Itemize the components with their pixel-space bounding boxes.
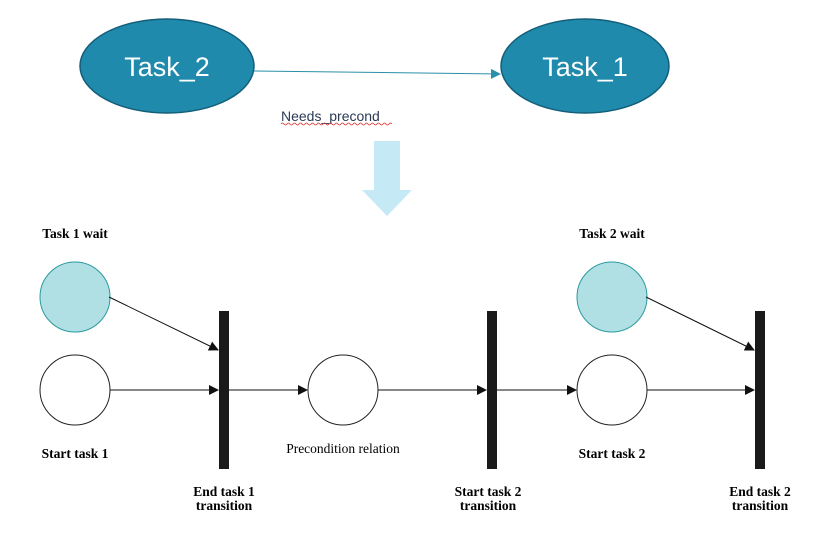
end-task-1-transition-label-line1: End task 1 [193, 484, 255, 499]
task-2-label: Task_2 [124, 52, 210, 82]
spellcheck-underline [280, 122, 393, 126]
precondition-relation-label: Precondition relation [286, 441, 400, 456]
transform-down-arrow [362, 141, 412, 216]
start-task-2-label: Start task 2 [579, 446, 646, 461]
end-task-2-transition [755, 311, 765, 469]
task-1-node [500, 18, 670, 114]
start-task-1-place [39, 354, 111, 426]
end-task-1-transition-label-line2: transition [196, 498, 253, 513]
start-task-2-transition [487, 311, 497, 469]
task-1-label: Task_1 [542, 52, 628, 82]
arc-task2wait-to-endtask2 [645, 296, 755, 351]
needs-precond-edge [253, 68, 501, 79]
end-task-2-transition-label-line1: End task 2 [729, 484, 791, 499]
end-task-2-transition-label-line2: transition [732, 498, 789, 513]
start-task-2-transition-label-line1: Start task 2 [455, 484, 522, 499]
start-task-2-place [576, 354, 648, 426]
task-1-wait-label: Task 1 wait [42, 226, 108, 241]
task-2-node [79, 18, 255, 114]
arc-task1wait-to-endtask1 [108, 296, 219, 351]
needs-precond-label: Needs_precond [281, 108, 380, 124]
start-task-1-label: Start task 1 [42, 446, 109, 461]
task-2-wait-label: Task 2 wait [579, 226, 645, 241]
task-1-wait-place [39, 261, 111, 333]
start-task-2-transition-label-line2: transition [460, 498, 517, 513]
precondition-place [307, 354, 379, 426]
end-task-1-transition [219, 311, 229, 469]
task-2-wait-place [576, 261, 648, 333]
